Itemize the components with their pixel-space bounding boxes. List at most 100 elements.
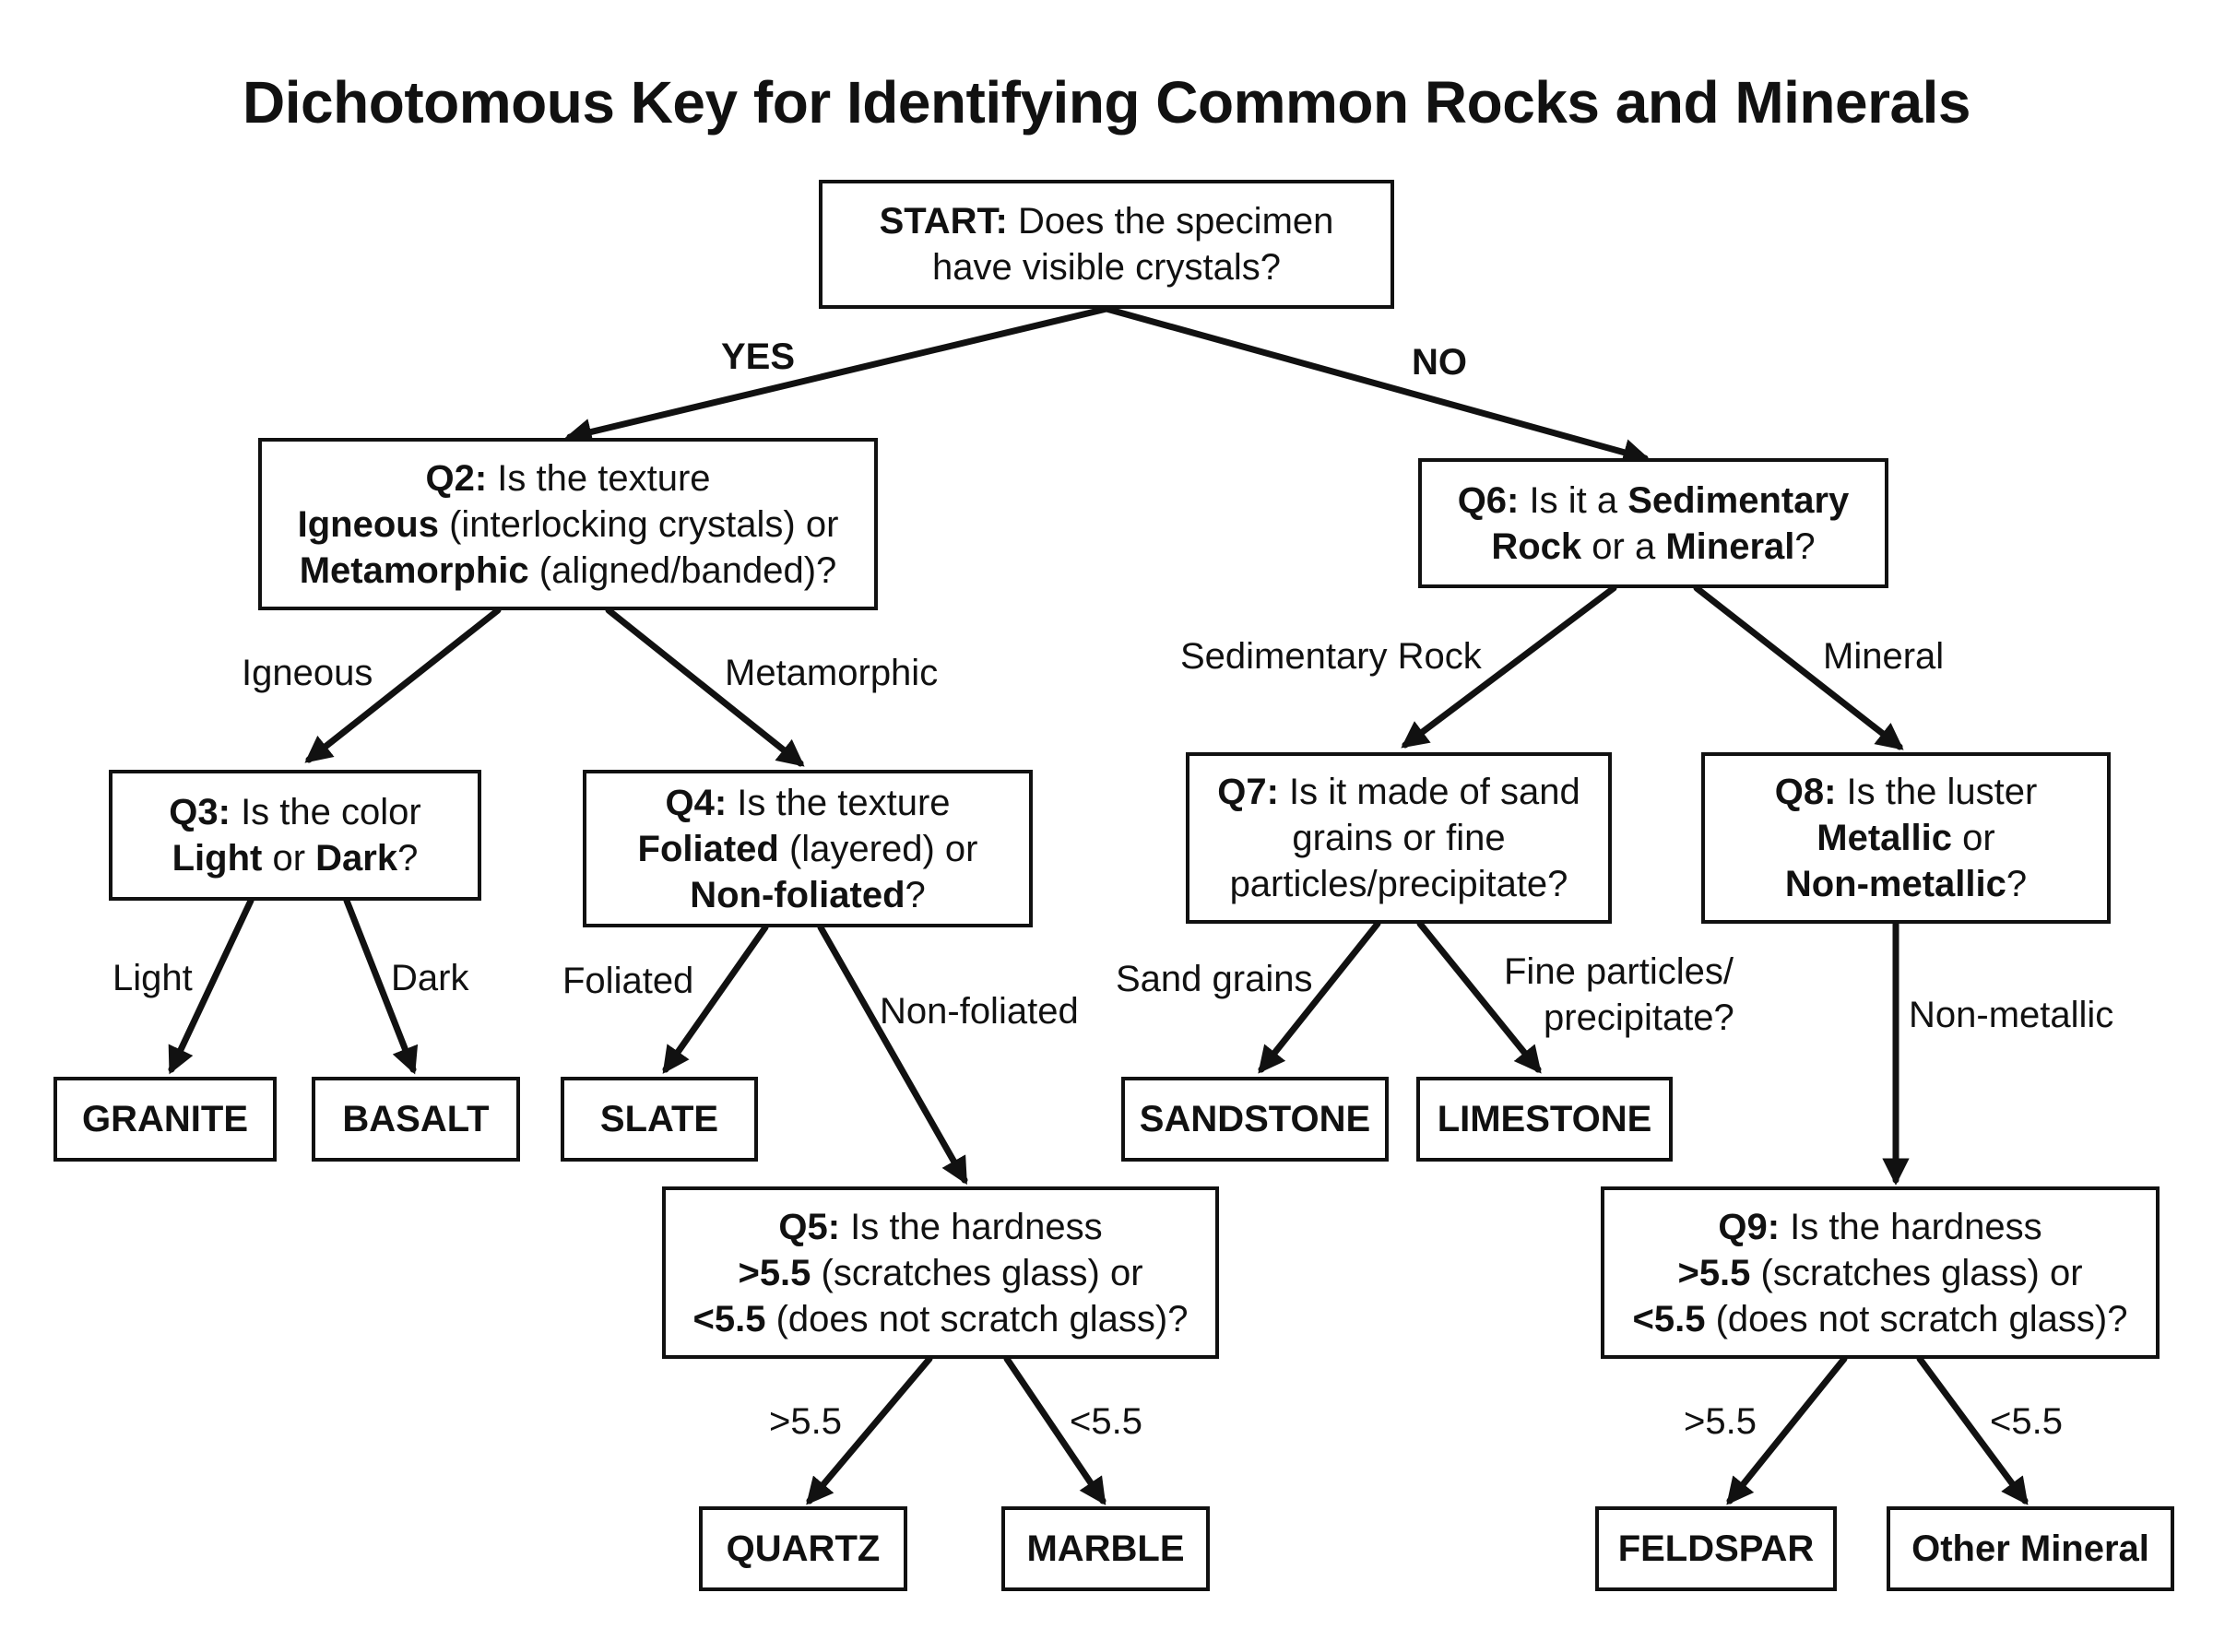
- node-text: have visible crystals?: [932, 247, 1281, 288]
- node-text: or: [262, 838, 316, 879]
- node-q9: Q9: Is the hardness>5.5 (scratches glass…: [1601, 1186, 2160, 1359]
- label-q9-gt: >5.5: [1684, 1401, 1757, 1442]
- node-keyword: Q6:: [1457, 479, 1520, 521]
- node-text: ?: [2006, 864, 2028, 904]
- node-line: Q8: Is the luster: [1775, 769, 2038, 815]
- label-q5-gt: >5.5: [769, 1401, 842, 1442]
- node-keyword: Sedimentary: [1627, 479, 1850, 521]
- node-line: Q2: Is the texture: [298, 455, 839, 502]
- node-keyword: Igneous: [297, 503, 439, 545]
- node-line: START: Does the specimen: [880, 198, 1334, 244]
- node-line: <5.5 (does not scratch glass)?: [693, 1296, 1189, 1342]
- node-line: Metamorphic (aligned/banded)?: [298, 548, 839, 594]
- node-text: (layered) or: [778, 828, 978, 869]
- node-text: or: [1952, 818, 1995, 858]
- node-text-q9: Q9: Is the hardness>5.5 (scratches glass…: [1633, 1204, 2128, 1342]
- label-fine-particles-line2: precipitate?: [1544, 997, 1734, 1038]
- edge-start-q2: [564, 305, 1110, 445]
- node-text: Is it made of sand: [1278, 772, 1580, 812]
- node-keyword: Mineral: [1665, 525, 1795, 567]
- leaf-slate: SLATE: [561, 1077, 758, 1162]
- node-line: Q6: Is it a Sedimentary: [1458, 478, 1850, 524]
- node-q5: Q5: Is the hardness>5.5 (scratches glass…: [662, 1186, 1219, 1359]
- node-line: Igneous (interlocking crystals) or: [298, 502, 839, 548]
- node-line: >5.5 (scratches glass) or: [693, 1250, 1189, 1296]
- label-q9-lt: <5.5: [1990, 1401, 2063, 1442]
- node-keyword: Q9:: [1718, 1206, 1781, 1247]
- edge-q2-q3: [304, 607, 502, 763]
- node-line: Foliated (layered) or: [638, 826, 978, 872]
- node-keyword: <5.5: [692, 1298, 766, 1339]
- node-line: have visible crystals?: [880, 244, 1334, 290]
- edge-q9-feldspar: [1726, 1355, 1848, 1505]
- node-line: >5.5 (scratches glass) or: [1633, 1250, 2128, 1296]
- node-text: or a: [1581, 525, 1666, 567]
- node-line: Q7: Is it made of sand: [1217, 769, 1580, 815]
- label-metamorphic: Metamorphic: [725, 653, 939, 693]
- edge-q4-q5: [817, 924, 968, 1186]
- edge-q6-q8: [1693, 584, 1904, 750]
- node-line: <5.5 (does not scratch glass)?: [1633, 1296, 2128, 1342]
- node-keyword: Rock: [1491, 525, 1582, 567]
- node-line: Q5: Is the hardness: [693, 1204, 1189, 1250]
- node-keyword: Q3:: [169, 792, 231, 832]
- edge-q5-marble: [1003, 1355, 1106, 1505]
- node-text: (scratches glass) or: [1750, 1252, 2083, 1293]
- label-no: NO: [1412, 342, 1467, 383]
- node-text: (does not scratch glass)?: [765, 1298, 1189, 1339]
- edge-q7-sandstone: [1258, 920, 1381, 1074]
- node-text: Is the luster: [1836, 772, 2038, 812]
- edge-q3-basalt: [343, 897, 419, 1075]
- label-non-metallic: Non-metallic: [1909, 995, 2114, 1035]
- node-keyword: Q8:: [1774, 772, 1837, 812]
- node-text-q5: Q5: Is the hardness>5.5 (scratches glass…: [693, 1204, 1189, 1342]
- node-line: grains or fine: [1217, 815, 1580, 861]
- node-keyword: Light: [172, 838, 263, 879]
- node-line: particles/precipitate?: [1217, 861, 1580, 907]
- node-text: Is the color: [230, 792, 421, 832]
- edge-q6-q7: [1401, 584, 1617, 749]
- edge-q9-other: [1916, 1355, 2029, 1505]
- label-non-foliated: Non-foliated: [880, 991, 1079, 1032]
- node-text: ?: [397, 838, 419, 879]
- node-keyword: Q2:: [425, 457, 488, 499]
- node-keyword: Metallic: [1817, 818, 1953, 858]
- node-keyword: Q7:: [1217, 772, 1279, 812]
- node-text: (scratches glass) or: [811, 1252, 1143, 1293]
- label-foliated: Foliated: [562, 961, 694, 1001]
- node-keyword: Dark: [315, 838, 398, 879]
- node-line: Q4: Is the texture: [638, 780, 978, 826]
- node-line: Non-foliated?: [638, 872, 978, 918]
- node-keyword: START:: [879, 201, 1008, 242]
- label-q5-lt: <5.5: [1070, 1401, 1142, 1442]
- node-keyword: Q4:: [665, 782, 728, 823]
- label-yes: YES: [721, 336, 796, 377]
- leaf-limestone: LIMESTONE: [1416, 1077, 1673, 1162]
- label-dark: Dark: [391, 958, 469, 998]
- label-mineral: Mineral: [1823, 636, 1945, 677]
- node-line: Light or Dark?: [169, 835, 420, 881]
- label-fine-particles-line1: Fine particles/: [1504, 951, 1734, 992]
- node-keyword: >5.5: [738, 1252, 811, 1293]
- leaf-other-mineral: Other Mineral: [1887, 1506, 2174, 1591]
- leaf-feldspar: FELDSPAR: [1595, 1506, 1837, 1591]
- node-text: Is it a: [1519, 479, 1628, 521]
- node-keyword: Q5:: [778, 1206, 841, 1247]
- leaf-quartz: QUARTZ: [699, 1506, 907, 1591]
- node-text: particles/precipitate?: [1229, 864, 1568, 904]
- node-line: Metallic or: [1775, 815, 2038, 861]
- node-text: Is the texture: [487, 457, 711, 499]
- node-text: (interlocking crystals) or: [438, 503, 839, 545]
- node-line: Q9: Is the hardness: [1633, 1204, 2128, 1250]
- leaf-basalt: BASALT: [312, 1077, 520, 1162]
